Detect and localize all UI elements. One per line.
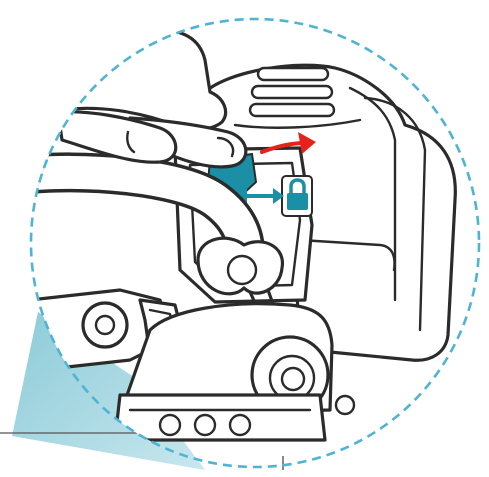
pivot-knob-center bbox=[282, 368, 304, 390]
vent-slot bbox=[250, 104, 334, 116]
small-screw bbox=[336, 396, 354, 414]
roller bbox=[230, 415, 250, 435]
roller bbox=[160, 415, 180, 435]
hinge-pin bbox=[96, 316, 114, 334]
bottom-rail bbox=[115, 395, 325, 440]
clamp-hole bbox=[228, 256, 256, 284]
vent-slot bbox=[252, 86, 332, 98]
vent-slot bbox=[258, 68, 328, 80]
roller bbox=[195, 415, 215, 435]
